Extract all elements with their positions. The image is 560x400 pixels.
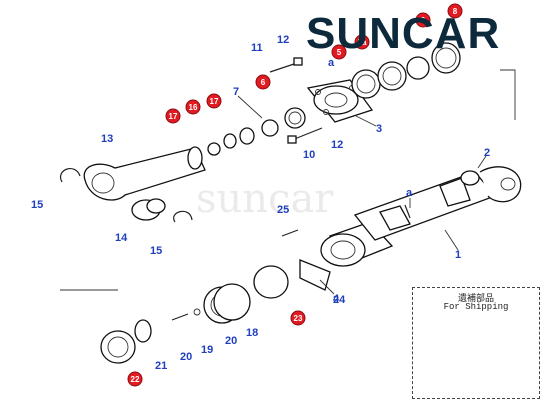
cylinder-tube (320, 171, 497, 267)
svg-text:17: 17 (169, 112, 178, 121)
svg-text:5: 5 (337, 48, 342, 57)
svg-text:16: 16 (189, 103, 198, 112)
top-rings (351, 42, 461, 99)
badge-part-17-right: 17 (206, 93, 222, 109)
label-part-3: 3 (376, 123, 382, 135)
svg-text:5a: 5a (358, 38, 367, 47)
svg-text:23: 23 (294, 314, 303, 323)
label-part-21: 21 (155, 360, 167, 372)
badge-part-8: 8 (447, 3, 463, 19)
small-parts (100, 308, 201, 364)
label-part-12-top: 12 (277, 34, 289, 46)
label-part-20-right: 20 (225, 335, 237, 347)
label-part-20-left: 20 (180, 351, 192, 363)
leader-lines (237, 95, 487, 295)
piston-group (203, 259, 331, 324)
label-part-11: 11 (251, 42, 263, 54)
badge-part-17-left: 17 (165, 108, 181, 124)
shipping-parts-inset: 遺補部品 For Shipping (412, 287, 540, 399)
label-part-19: 19 (201, 344, 213, 356)
bushing (460, 166, 522, 203)
inset-subtitle: For Shipping (443, 302, 509, 312)
label-part-1: 1 (455, 249, 461, 261)
label-part-7: 7 (233, 86, 239, 98)
badge-part-6: 6 (255, 74, 271, 90)
label-part-12-bottom: 12 (331, 139, 343, 151)
label-part-2: 2 (484, 147, 490, 159)
badge-part-9: 9 (415, 12, 431, 28)
inset-title: 遺補部品 (457, 294, 494, 304)
svg-text:22: 22 (131, 375, 140, 384)
svg-text:8: 8 (453, 7, 458, 16)
piston-rod (83, 146, 206, 201)
svg-text:9: 9 (421, 16, 426, 25)
label-part-15-right: 15 (150, 245, 162, 257)
label-part-24: 24 (333, 294, 346, 306)
label-part-25: 25 (277, 204, 289, 216)
label-part-14: 14 (115, 232, 128, 244)
svg-text:17: 17 (210, 97, 219, 106)
badge-part-16: 16 (185, 99, 201, 115)
brand-logo: SUNCAR (306, 6, 560, 66)
badge-part-5: 5 (331, 44, 347, 60)
watermark: suncar (196, 176, 334, 222)
label-ref-a-top: a (328, 57, 335, 69)
seal-rings (207, 107, 306, 156)
label-part-15-left: 15 (31, 199, 43, 211)
snap-rings (59, 167, 193, 223)
rod-bushing (131, 198, 166, 221)
label-part-18: 18 (246, 327, 258, 339)
brand-logo-text: SUNCAR (306, 9, 501, 58)
badge-part-22: 22 (127, 371, 143, 387)
badge-part-23: 23 (290, 310, 306, 326)
label-part-10: 10 (303, 149, 315, 161)
label-part-13: 13 (101, 133, 113, 145)
bolts (269, 57, 323, 237)
badge-part-5a: 5a (354, 34, 370, 50)
label-part-4: 4 (333, 293, 340, 305)
label-ref-a-middle: a (406, 187, 413, 199)
svg-text:6: 6 (261, 78, 266, 87)
